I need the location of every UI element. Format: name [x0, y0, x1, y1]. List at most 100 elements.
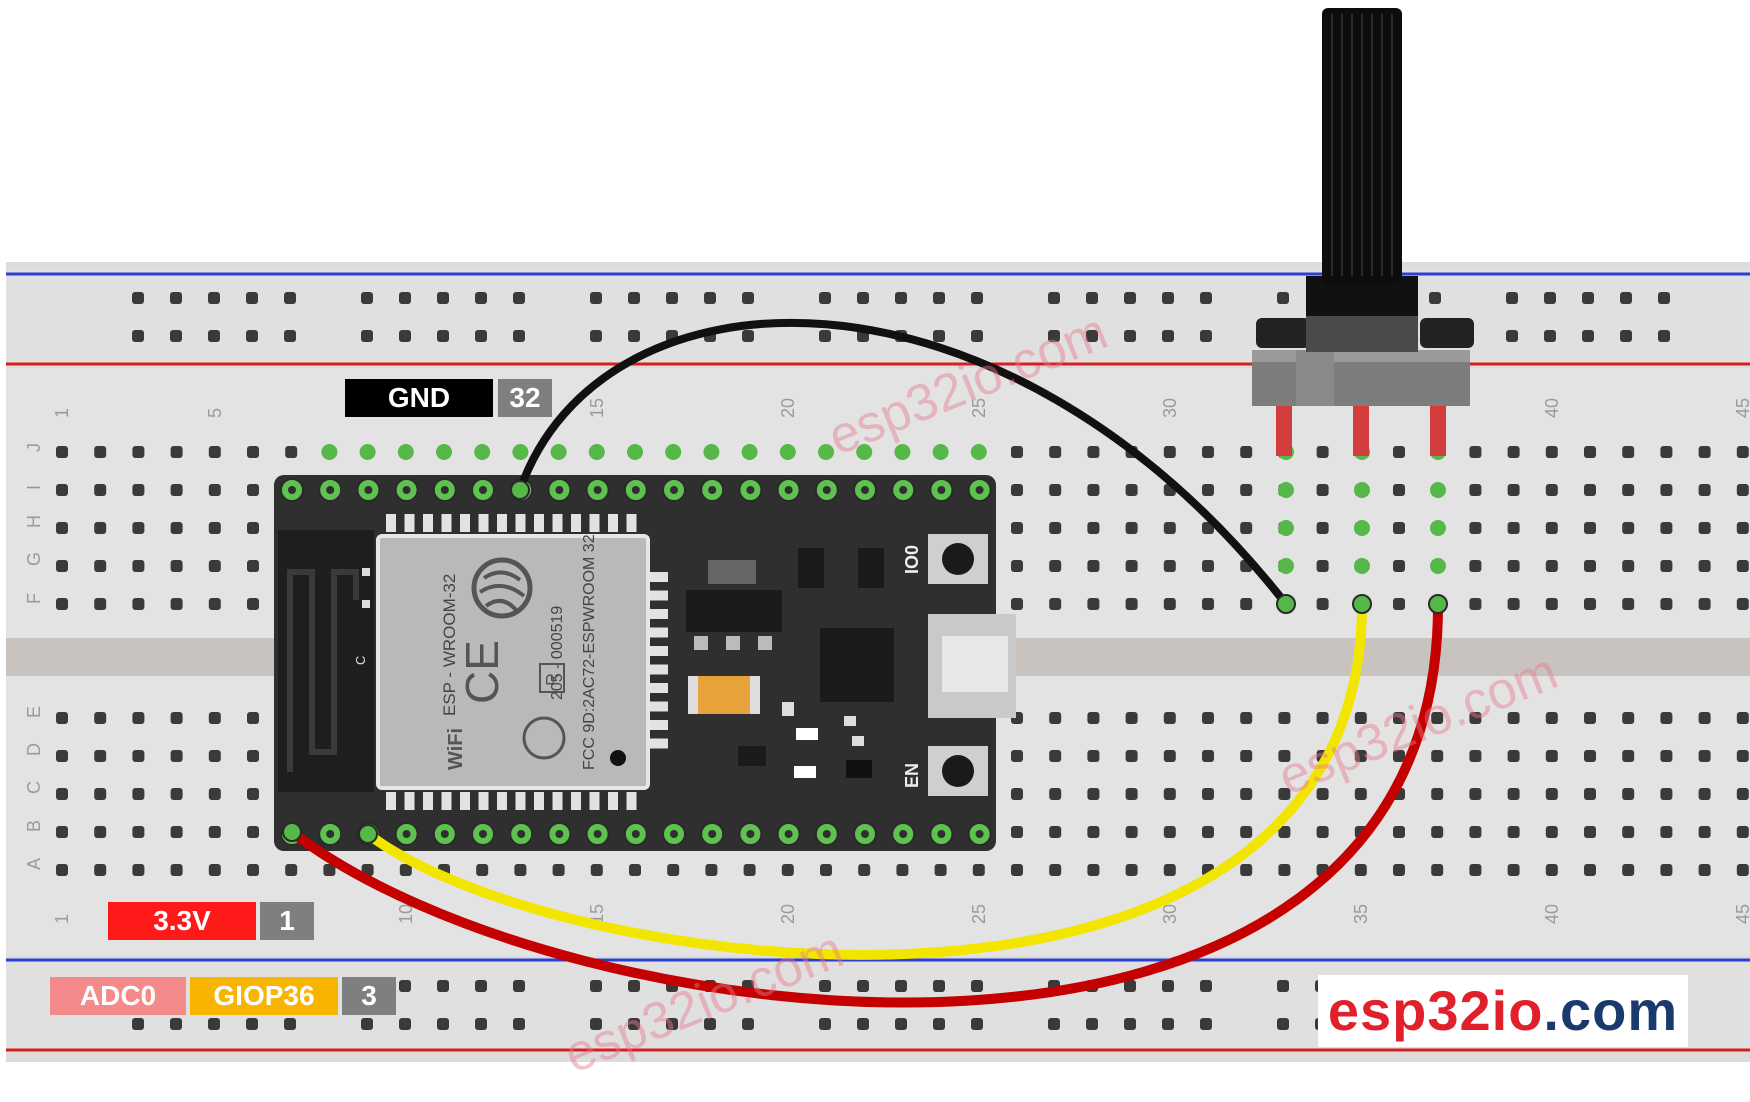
column-number: 10	[396, 904, 416, 924]
wire-end	[282, 822, 302, 842]
breadboard-hole	[1125, 788, 1138, 800]
breadboard-hole	[1698, 712, 1711, 724]
logo-part-2: .com	[1543, 979, 1679, 1042]
breadboard-hole	[1354, 750, 1367, 762]
breadboard-hole	[1507, 788, 1520, 800]
breadboard-hole	[170, 864, 183, 876]
breadboard-hole	[1163, 522, 1176, 534]
rail-hole	[361, 292, 373, 304]
rail-hole	[475, 292, 487, 304]
breadboard-hole	[1469, 598, 1482, 610]
rail-hole	[1086, 292, 1098, 304]
gnd-pin-number: 32	[498, 379, 552, 417]
active-hole	[550, 444, 567, 460]
breadboard-hole	[1736, 864, 1749, 876]
breadboard-hole	[1125, 750, 1138, 762]
breadboard-hole	[1049, 788, 1062, 800]
breadboard-hole	[1469, 750, 1482, 762]
breadboard-hole	[1507, 522, 1520, 534]
breadboard-hole	[1049, 598, 1062, 610]
breadboard-hole	[132, 864, 145, 876]
breadboard-hole	[1469, 826, 1482, 838]
breadboard-hole	[1087, 750, 1100, 762]
breadboard-hole	[1278, 826, 1291, 838]
active-hole	[1354, 558, 1370, 574]
breadboard-hole	[1049, 446, 1062, 458]
breadboard-hole	[590, 864, 603, 876]
breadboard-hole	[1507, 598, 1520, 610]
active-hole	[321, 444, 338, 460]
breadboard-hole	[1469, 446, 1482, 458]
breadboard-hole	[1278, 750, 1291, 762]
rail-hole	[590, 292, 602, 304]
breadboard-hole	[56, 750, 68, 762]
rail-hole	[132, 330, 144, 342]
breadboard-hole	[1163, 712, 1176, 724]
breadboard-hole	[1507, 560, 1520, 572]
rail-hole	[284, 1018, 296, 1030]
breadboard-hole	[1469, 864, 1482, 876]
io0-label: IO0	[902, 545, 922, 574]
breadboard-hole	[208, 750, 221, 762]
espressif-logo	[471, 557, 533, 619]
breadboard-hole	[1545, 712, 1558, 724]
active-hole	[627, 444, 643, 460]
breadboard-hole	[1011, 788, 1023, 800]
code-text: 205 - 000519	[549, 606, 566, 700]
active-hole	[1430, 520, 1446, 536]
breadboard-hole	[94, 522, 107, 534]
rail-hole	[246, 330, 258, 342]
breadboard-hole	[1698, 750, 1711, 762]
rail-hole	[1658, 330, 1670, 342]
breadboard-hole	[208, 522, 221, 534]
breadboard-hole	[1393, 864, 1405, 876]
rail-hole	[628, 980, 640, 992]
breadboard-hole	[1125, 560, 1138, 572]
breadboard-hole	[1202, 712, 1214, 724]
breadboard-hole	[1622, 598, 1635, 610]
breadboard-hole	[1240, 712, 1253, 724]
breadboard-hole	[1545, 788, 1558, 800]
active-hole	[1430, 558, 1446, 574]
column-number: 30	[1160, 398, 1180, 418]
rail-hole	[971, 330, 983, 342]
breadboard-hole	[1163, 598, 1176, 610]
breadboard-hole	[1316, 712, 1329, 724]
column-number: 1	[52, 914, 72, 924]
breadboard-hole	[1316, 598, 1329, 610]
breadboard-hole	[1507, 750, 1520, 762]
breadboard-hole	[132, 598, 145, 610]
breadboard-hole	[132, 826, 145, 838]
breadboard-hole	[1163, 826, 1176, 838]
breadboard-hole	[1545, 598, 1558, 610]
wire-end	[510, 480, 530, 500]
active-hole	[970, 444, 987, 460]
breadboard-hole	[934, 864, 947, 876]
rail-hole	[399, 980, 411, 992]
gpio-label: GIOP36	[190, 977, 338, 1015]
breadboard-hole	[781, 864, 794, 876]
breadboard-hole	[1545, 484, 1558, 496]
row-letter: J	[24, 443, 44, 452]
rail-hole	[1200, 292, 1212, 304]
breadboard-hole	[1202, 560, 1214, 572]
active-hole	[474, 444, 491, 460]
rail-hole	[1544, 292, 1556, 304]
wire-end	[1352, 594, 1372, 614]
breadboard-hole	[1584, 560, 1596, 572]
rail-hole	[1582, 292, 1594, 304]
breadboard-hole	[1698, 446, 1711, 458]
breadboard-hole	[1278, 788, 1291, 800]
breadboard-hole	[1698, 522, 1711, 534]
breadboard-hole	[1393, 598, 1405, 610]
active-hole	[779, 444, 796, 460]
breadboard-hole	[1011, 560, 1023, 572]
breadboard-hole	[1087, 522, 1100, 534]
rail-hole	[132, 292, 144, 304]
power-rail-top	[6, 268, 1750, 364]
breadboard-hole	[1393, 446, 1405, 458]
column-number: 20	[778, 398, 798, 418]
breadboard-hole	[247, 560, 259, 572]
breadboard-hole	[132, 446, 145, 458]
